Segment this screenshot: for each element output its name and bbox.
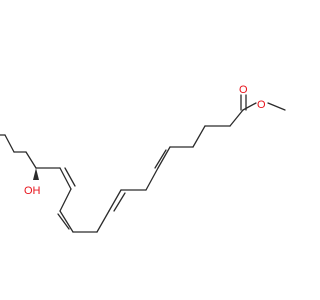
hydroxyl-label: OH xyxy=(24,185,41,197)
bond-c11-c12 xyxy=(59,210,74,233)
structure-canvas: O O OH xyxy=(0,84,286,233)
bond-c15-c16 xyxy=(25,151,37,169)
bond-c8-c9-double xyxy=(113,192,126,212)
molecule-diagram: O O OH xyxy=(0,84,286,233)
bond-c1-c2 xyxy=(229,109,244,127)
bond-c13-c14-double xyxy=(64,167,76,187)
chain-middle xyxy=(57,189,126,233)
bond-c8-c9 xyxy=(108,189,122,212)
bond-c5-c6 xyxy=(157,146,171,169)
bond-c17-c18 xyxy=(4,134,15,153)
bond-c9-c10 xyxy=(96,210,110,233)
bond-c13-c14 xyxy=(59,167,72,190)
bond-c11-c12-double xyxy=(57,213,70,230)
bond-c12-c13 xyxy=(59,188,72,212)
ester-oxygen-label: O xyxy=(257,99,266,111)
bond-c3-c4 xyxy=(192,125,206,148)
bond-methyl-oxygen xyxy=(267,102,286,111)
chain-upper xyxy=(120,125,231,191)
carbonyl-oxygen-label: O xyxy=(239,84,248,96)
ester-group xyxy=(229,94,286,127)
bond-c6-c7 xyxy=(145,167,159,191)
stereo-wedge-bond xyxy=(33,168,39,180)
bond-c5-c6-double xyxy=(154,149,167,169)
chain-lower xyxy=(35,167,76,212)
bond-ester-oxygen-carbon xyxy=(242,102,257,111)
alkyl-tail xyxy=(0,134,39,180)
